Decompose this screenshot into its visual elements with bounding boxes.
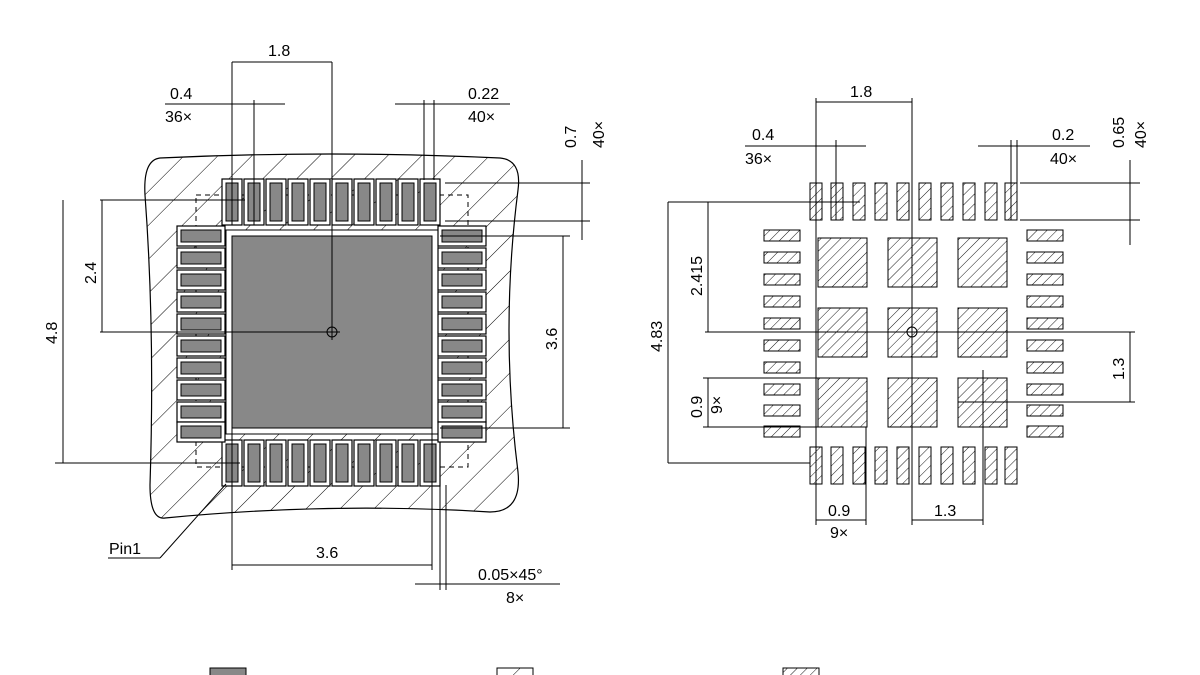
right-dim-corner-pad-count: 40× bbox=[1050, 151, 1077, 168]
right-dim-window-size-h: 0.9 bbox=[828, 503, 850, 520]
right-dim-pad-width-count: 36× bbox=[745, 151, 772, 168]
left-dim-center-pad-height: 3.6 bbox=[544, 328, 561, 350]
left-dim-corner-pad: 0.22 bbox=[468, 86, 499, 103]
stencil-right-column bbox=[1026, 229, 1064, 438]
right-dim-window-pitch-v: 1.3 bbox=[1111, 358, 1128, 380]
stencil-swatch bbox=[782, 667, 820, 675]
right-dim-half-height: 2.415 bbox=[689, 256, 706, 296]
bottom-pad-row bbox=[221, 439, 441, 487]
left-view: 1.8 0.4 36× 0.22 40× 0.7 40× 2.4 4.8 3.6… bbox=[44, 43, 608, 607]
copper-swatch bbox=[209, 667, 247, 675]
right-dimension-lines bbox=[667, 98, 1140, 525]
left-dim-half-height: 2.4 bbox=[83, 262, 100, 284]
left-dim-chamfer: 0.05×45° bbox=[478, 567, 543, 584]
left-dim-chamfer-count: 8× bbox=[506, 590, 524, 607]
right-dim-corner-pad: 0.2 bbox=[1052, 127, 1074, 144]
right-center-mark-icon bbox=[705, 98, 1135, 525]
stencil-left-column bbox=[763, 229, 801, 438]
right-dim-pad-width: 0.4 bbox=[752, 127, 774, 144]
left-dim-pad-length: 0.7 bbox=[563, 126, 580, 148]
left-dim-pad-width-count: 36× bbox=[165, 109, 192, 126]
left-dimension-lines bbox=[55, 61, 590, 590]
right-dim-pad-length-count: 40× bbox=[1133, 121, 1150, 148]
left-dim-pad-length-count: 40× bbox=[591, 121, 608, 148]
right-view: 1.8 0.4 36× 0.2 40× 0.65 40× 2.415 4.83 … bbox=[649, 84, 1150, 542]
pin1-label: Pin1 bbox=[109, 541, 141, 558]
solder-mask-swatch bbox=[496, 667, 534, 675]
left-dim-pad-width: 0.4 bbox=[170, 86, 192, 103]
right-dim-pad-length: 0.65 bbox=[1111, 117, 1128, 148]
center-mark-icon bbox=[100, 62, 340, 340]
right-dim-window-size-v: 0.9 bbox=[689, 396, 706, 418]
left-dim-corner-pad-count: 40× bbox=[468, 109, 495, 126]
stencil-bottom-row bbox=[809, 446, 1018, 485]
legend bbox=[209, 667, 820, 675]
right-dim-window-pitch-h: 1.3 bbox=[934, 503, 956, 520]
right-dim-window-count-h: 9× bbox=[830, 525, 848, 542]
left-dim-total-height: 4.8 bbox=[44, 322, 61, 344]
left-dim-pitch-x: 1.8 bbox=[268, 43, 290, 60]
right-dim-window-count-v: 9× bbox=[709, 396, 726, 414]
right-dim-pitch-x: 1.8 bbox=[850, 84, 872, 101]
left-pad-column bbox=[176, 225, 226, 443]
right-dim-total-height: 4.83 bbox=[649, 321, 666, 352]
left-dim-center-pad-width: 3.6 bbox=[316, 545, 338, 562]
right-pad-column bbox=[437, 225, 487, 443]
